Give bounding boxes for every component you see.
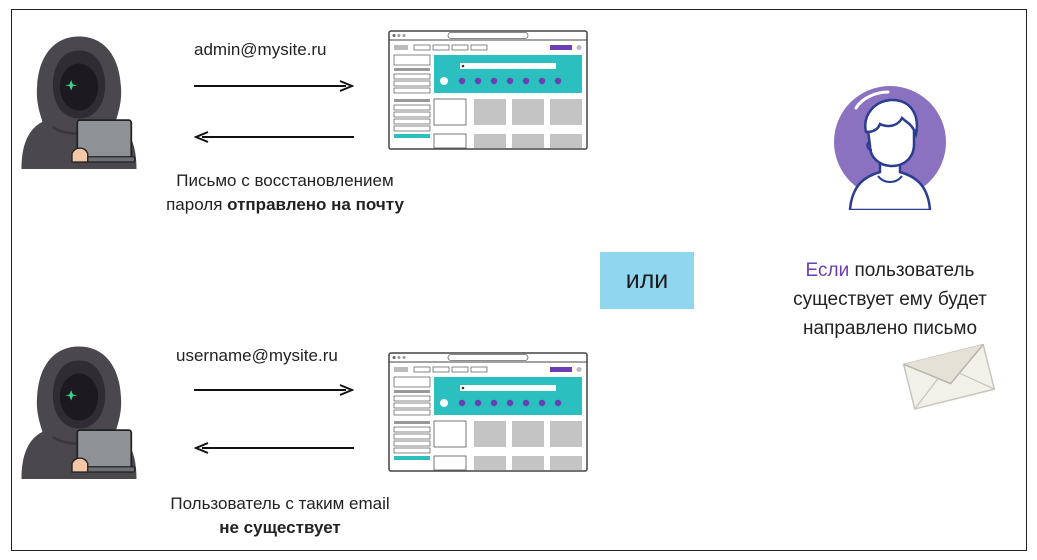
arrow-left-top (194, 131, 354, 143)
caption-top: Письмо с восстановлением пароля отправле… (110, 169, 460, 217)
note-line2: существует ему будет (793, 289, 987, 310)
caption-top-line2-normal: пароля (166, 195, 228, 214)
note-line1: Если пользователь (760, 256, 1020, 285)
arrow-right-bottom (194, 384, 354, 396)
user-avatar-icon (832, 84, 948, 210)
caption-top-line1: Письмо с восстановлением (176, 171, 394, 190)
arrow-right-top (194, 80, 354, 92)
note-line1-rest: пользователь (849, 260, 975, 281)
arrow-left-bottom (194, 442, 354, 454)
or-label: или (625, 266, 669, 294)
email-label-top: admin@mysite.ru (194, 40, 327, 59)
hacker-icon-top (18, 30, 140, 172)
website-mockup-icon-bottom (388, 352, 588, 472)
envelope-icon (898, 344, 998, 410)
caption-bottom-line1: Пользователь с таким email (170, 494, 390, 513)
hacker-icon-bottom (18, 340, 140, 482)
caption-bottom: Пользователь с таким email не существует (100, 492, 460, 540)
or-label-box: или (600, 252, 694, 309)
diagram-frame (11, 9, 1027, 551)
email-label-bottom: username@mysite.ru (176, 346, 338, 365)
note-accent-word: Если (805, 260, 850, 281)
note-line3: направлено письмо (802, 318, 978, 339)
caption-bottom-line2: не существует (219, 518, 341, 537)
website-mockup-icon-top (388, 30, 588, 150)
info-note: Если пользователь существует ему будет н… (760, 256, 1020, 343)
caption-top-line2-bold: отправлено на почту (227, 195, 404, 214)
caption-top-line2: пароля отправлено на почту (110, 193, 460, 217)
